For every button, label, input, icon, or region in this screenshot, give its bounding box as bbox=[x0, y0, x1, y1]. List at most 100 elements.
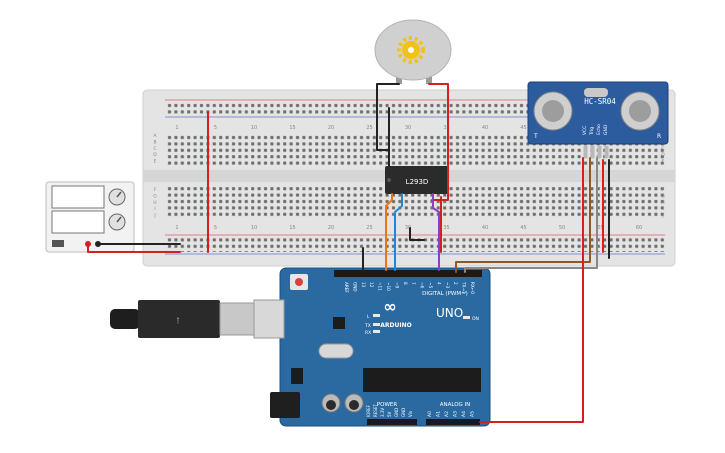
power-supply bbox=[45, 181, 135, 253]
analog-label: ANALOG IN bbox=[440, 402, 471, 408]
digital-pin-label: GND bbox=[352, 282, 357, 292]
column-number: 25 bbox=[366, 125, 372, 131]
led-rx bbox=[373, 330, 380, 333]
digital-pin-label: TX→1 bbox=[462, 281, 467, 294]
column-number: 40 bbox=[482, 125, 488, 131]
usb-connector-metal bbox=[219, 302, 255, 336]
analog-pin-label: A4 bbox=[461, 411, 467, 417]
column-number: 15 bbox=[289, 225, 295, 231]
row-letter: J bbox=[661, 213, 663, 219]
arduino-infinity-logo: ∞ bbox=[383, 297, 396, 316]
crystal-oscillator bbox=[318, 343, 354, 359]
ic-label: L293D bbox=[406, 178, 429, 186]
crystal bbox=[584, 88, 608, 97]
sensor-pin-label: Echo bbox=[596, 124, 602, 135]
atmega-chip bbox=[363, 368, 481, 392]
row-letter: E bbox=[154, 159, 157, 165]
column-number: 45 bbox=[520, 125, 526, 131]
digital-pin-label: ~10 bbox=[386, 282, 391, 291]
analog-pin-label: A2 bbox=[444, 411, 450, 417]
usb-plug bbox=[138, 300, 220, 338]
analog-pin-label: A3 bbox=[453, 411, 459, 417]
sensor-r-label: R bbox=[657, 133, 661, 140]
usb-chip bbox=[333, 317, 345, 329]
power-pin-label: GND bbox=[401, 408, 406, 417]
power-label: POWER bbox=[377, 402, 398, 408]
column-number: 20 bbox=[328, 125, 334, 131]
power-header bbox=[367, 419, 417, 425]
digital-label: DIGITAL (PWM~) bbox=[422, 291, 468, 297]
usb-icon: ⭫ bbox=[176, 316, 180, 327]
column-number: 40 bbox=[482, 225, 488, 231]
led-on-label: ON bbox=[472, 316, 479, 322]
column-number: 30 bbox=[405, 125, 411, 131]
sensor-pin-label: Trig bbox=[589, 127, 595, 136]
arduino-brand: ARDUINO bbox=[380, 322, 411, 329]
row-letter: E bbox=[662, 159, 665, 165]
column-number: 1 bbox=[175, 225, 178, 231]
wire-black-ic-jumper bbox=[409, 227, 425, 241]
row-letter: D bbox=[661, 152, 665, 158]
sensor-pin bbox=[583, 146, 588, 158]
current-display bbox=[51, 210, 105, 234]
wire-red-motor bbox=[428, 83, 449, 201]
digital-pin-label: 13 bbox=[361, 282, 366, 288]
power-pin-label: GND bbox=[394, 408, 399, 417]
analog-pin-label: A0 bbox=[427, 411, 433, 417]
digital-pin-label: AREF bbox=[344, 282, 349, 293]
digital-pin-label: ~6 bbox=[420, 282, 425, 289]
sensor-pin bbox=[597, 146, 602, 158]
sensor-pin-label: VCC bbox=[582, 126, 588, 135]
digital-pin-label: 4 bbox=[436, 282, 441, 285]
sensor-t-label: T bbox=[533, 133, 538, 140]
dc-power-jack bbox=[270, 392, 300, 418]
column-number: 10 bbox=[251, 225, 257, 231]
led-on bbox=[463, 316, 470, 319]
wire-orange-ic-to-pin bbox=[385, 193, 393, 271]
ic-body bbox=[385, 166, 449, 194]
digital-pin-label: 8 bbox=[403, 282, 408, 285]
row-letter: A bbox=[153, 133, 157, 139]
column-number: 10 bbox=[251, 125, 257, 131]
digital-pin-label: ~5 bbox=[428, 282, 433, 289]
row-letter: F bbox=[662, 187, 665, 193]
wire-gray-echo bbox=[464, 157, 598, 273]
arduino-model: UNO bbox=[436, 306, 463, 320]
column-number: 5 bbox=[214, 125, 217, 131]
column-number: 20 bbox=[328, 225, 334, 231]
column-number: 35 bbox=[443, 225, 449, 231]
power-pin-label: 3.3V bbox=[380, 408, 385, 417]
power-pin-label: Vin bbox=[408, 410, 413, 417]
wire-blue-ic-to-pin bbox=[394, 193, 403, 271]
led-l bbox=[373, 314, 380, 317]
sensor-pin bbox=[604, 146, 609, 158]
bottom-power-rail bbox=[165, 238, 665, 252]
voltage-display bbox=[51, 185, 105, 209]
sensor-pin-label: GND bbox=[603, 124, 609, 135]
motor-driver-ic: L293D bbox=[385, 166, 449, 194]
row-letter: H bbox=[153, 200, 156, 206]
row-letter: C bbox=[661, 146, 664, 152]
led-l-label: L bbox=[367, 314, 370, 320]
digital-pin-label: ~11 bbox=[378, 282, 383, 291]
column-number: 35 bbox=[443, 125, 449, 131]
digital-pin-label: ~3 bbox=[445, 282, 450, 289]
digital-header bbox=[334, 270, 482, 277]
analog-pin-label: A5 bbox=[470, 411, 476, 417]
power-pin-label: 5V bbox=[387, 411, 392, 417]
wires bbox=[87, 83, 610, 423]
wire-red-sensor-vcc bbox=[479, 157, 584, 423]
sensor-pin bbox=[590, 146, 595, 158]
row-letter: F bbox=[154, 187, 157, 193]
power-switch[interactable] bbox=[52, 240, 64, 247]
digital-pin-label: 2 bbox=[453, 282, 458, 285]
column-number: 15 bbox=[289, 125, 295, 131]
column-number: 30 bbox=[405, 225, 411, 231]
column-number: 45 bbox=[520, 225, 526, 231]
